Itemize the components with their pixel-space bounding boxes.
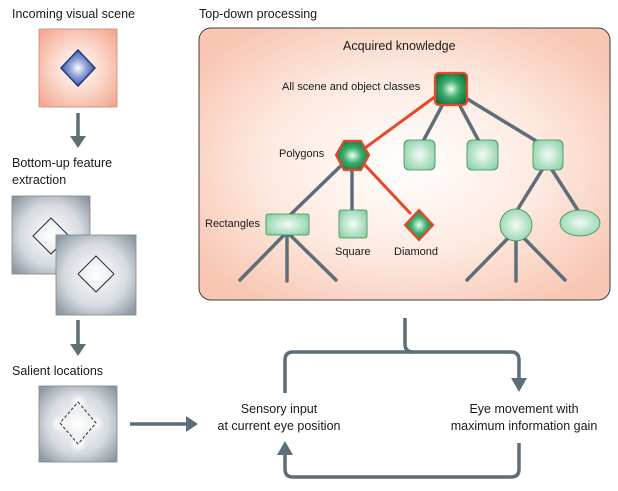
feature-map-front-diamond xyxy=(77,255,115,293)
node-unnamed-1 xyxy=(403,139,436,171)
arrow-features-to-salient-head xyxy=(70,344,86,356)
arrow-scene-to-features-head xyxy=(70,136,86,148)
node-rectangles xyxy=(265,213,310,236)
loop-top-arrowhead xyxy=(511,378,527,392)
eye-movement-line1: Eye movement with xyxy=(469,402,579,416)
top-down-title: Top-down processing xyxy=(199,7,318,21)
arrow-salient-to-sensory-head xyxy=(186,416,198,432)
incoming-scene-title: Incoming visual scene xyxy=(12,7,135,21)
blue-diamond-shape xyxy=(59,48,97,88)
salient-spot-right xyxy=(86,415,104,433)
acquired-knowledge-title: Acquired knowledge xyxy=(343,39,456,53)
sensory-input-line1: Sensory input xyxy=(240,402,318,416)
node-root xyxy=(433,71,469,107)
node-polygons xyxy=(334,139,371,172)
node-diamond-label: Diamond xyxy=(394,246,439,258)
node-unnamed-3 xyxy=(532,139,564,171)
bottom-up-title-line1: Bottom-up feature xyxy=(12,156,113,170)
loop-bottom-path xyxy=(283,443,521,479)
node-diamond xyxy=(403,208,435,242)
node-rectangles-label: Rectangles xyxy=(205,218,261,230)
node-ellipse xyxy=(559,209,601,237)
salient-spot-left xyxy=(51,415,69,433)
loop-bottom-arrowhead xyxy=(277,441,293,455)
eye-movement-line2: maximum information gain xyxy=(450,419,598,433)
salient-locations-title: Salient locations xyxy=(12,364,104,378)
sensory-input-line2: at current eye position xyxy=(217,419,341,433)
feature-map-front xyxy=(55,234,137,316)
node-polygons-label: Polygons xyxy=(279,148,325,160)
node-root-label: All scene and object classes xyxy=(282,81,421,93)
salient-dashed-diamond xyxy=(59,401,97,445)
panel-to-loop-connector xyxy=(403,318,414,354)
loop-top-path xyxy=(283,350,521,393)
feature-map-back-diamond xyxy=(32,217,70,255)
node-square-label: Square xyxy=(335,246,371,258)
node-unnamed-2 xyxy=(466,139,499,171)
highlighted-path xyxy=(361,94,438,215)
bottom-up-title-line2: extraction xyxy=(12,173,67,187)
node-square xyxy=(338,209,368,239)
node-circle xyxy=(499,208,533,242)
